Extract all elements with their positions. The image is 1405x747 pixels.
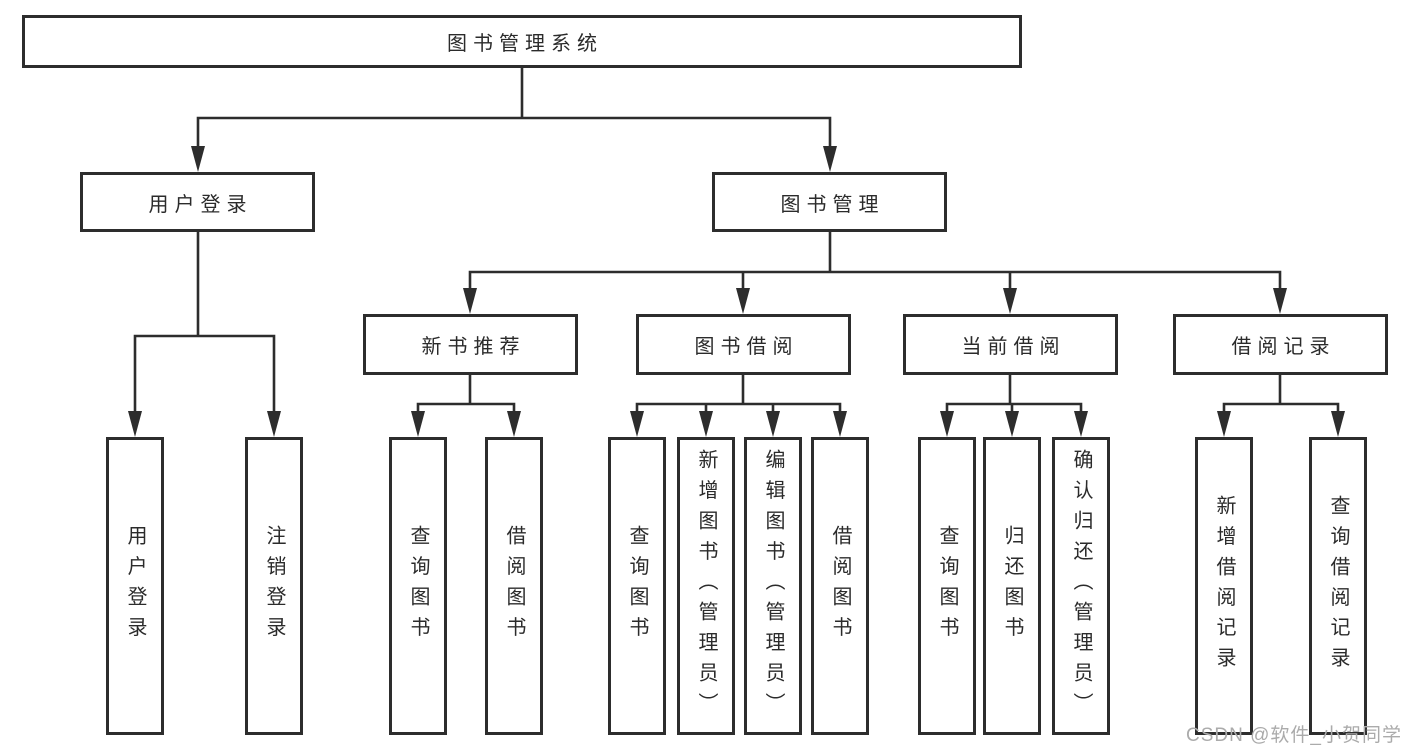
leaf-user-login: 用户登录	[106, 437, 164, 735]
leaf-return-books: 归还图书	[983, 437, 1041, 735]
leaf-label: 查询图书	[407, 525, 429, 647]
leaf-label: 查询图书	[936, 525, 958, 647]
leaf-label: 查询借阅记录	[1327, 494, 1349, 678]
leaf-edit-books-admin: 编辑图书（管理员）	[744, 437, 802, 735]
leaf-add-books-admin: 新增图书（管理员）	[677, 437, 735, 735]
leaf-label: 新增借阅记录	[1213, 494, 1235, 678]
node-library-management-system: 图书管理系统	[22, 15, 1022, 68]
leaf-label: 确认归还（管理员）	[1070, 449, 1092, 723]
leaf-label: 借阅图书	[829, 525, 851, 647]
node-new-book-recommend: 新书推荐	[363, 314, 578, 375]
leaf-query-books-current: 查询图书	[918, 437, 976, 735]
leaf-query-books-borrow: 查询图书	[608, 437, 666, 735]
node-book-borrow: 图书借阅	[636, 314, 851, 375]
leaf-label: 查询图书	[626, 525, 648, 647]
node-label: 图书管理	[780, 193, 885, 216]
node-user-login: 用户登录	[80, 172, 315, 232]
leaf-borrow-books-recommend: 借阅图书	[485, 437, 543, 735]
leaf-label: 编辑图书（管理员）	[762, 449, 784, 723]
node-current-borrow: 当前借阅	[903, 314, 1118, 375]
node-label: 图书管理系统	[447, 33, 603, 55]
leaf-label: 用户登录	[124, 525, 146, 647]
node-borrow-records: 借阅记录	[1173, 314, 1388, 375]
leaf-label: 归还图书	[1001, 525, 1023, 647]
node-label: 图书借阅	[694, 336, 799, 358]
leaf-query-books-recommend: 查询图书	[389, 437, 447, 735]
leaf-logout-login: 注销登录	[245, 437, 303, 735]
leaf-add-borrow-record: 新增借阅记录	[1195, 437, 1253, 735]
node-label: 借阅记录	[1231, 336, 1336, 358]
node-book-management: 图书管理	[712, 172, 947, 232]
leaf-label: 新增图书（管理员）	[695, 449, 717, 723]
leaf-confirm-return-admin: 确认归还（管理员）	[1052, 437, 1110, 735]
leaf-query-borrow-record: 查询借阅记录	[1309, 437, 1367, 735]
node-label: 新书推荐	[421, 336, 526, 358]
leaf-label: 注销登录	[263, 525, 285, 647]
node-label: 当前借阅	[961, 336, 1066, 358]
node-label: 用户登录	[148, 193, 253, 216]
leaf-borrow-books: 借阅图书	[811, 437, 869, 735]
csdn-watermark: CSDN @软件_小贺同学	[1186, 725, 1402, 746]
leaf-label: 借阅图书	[503, 525, 525, 647]
